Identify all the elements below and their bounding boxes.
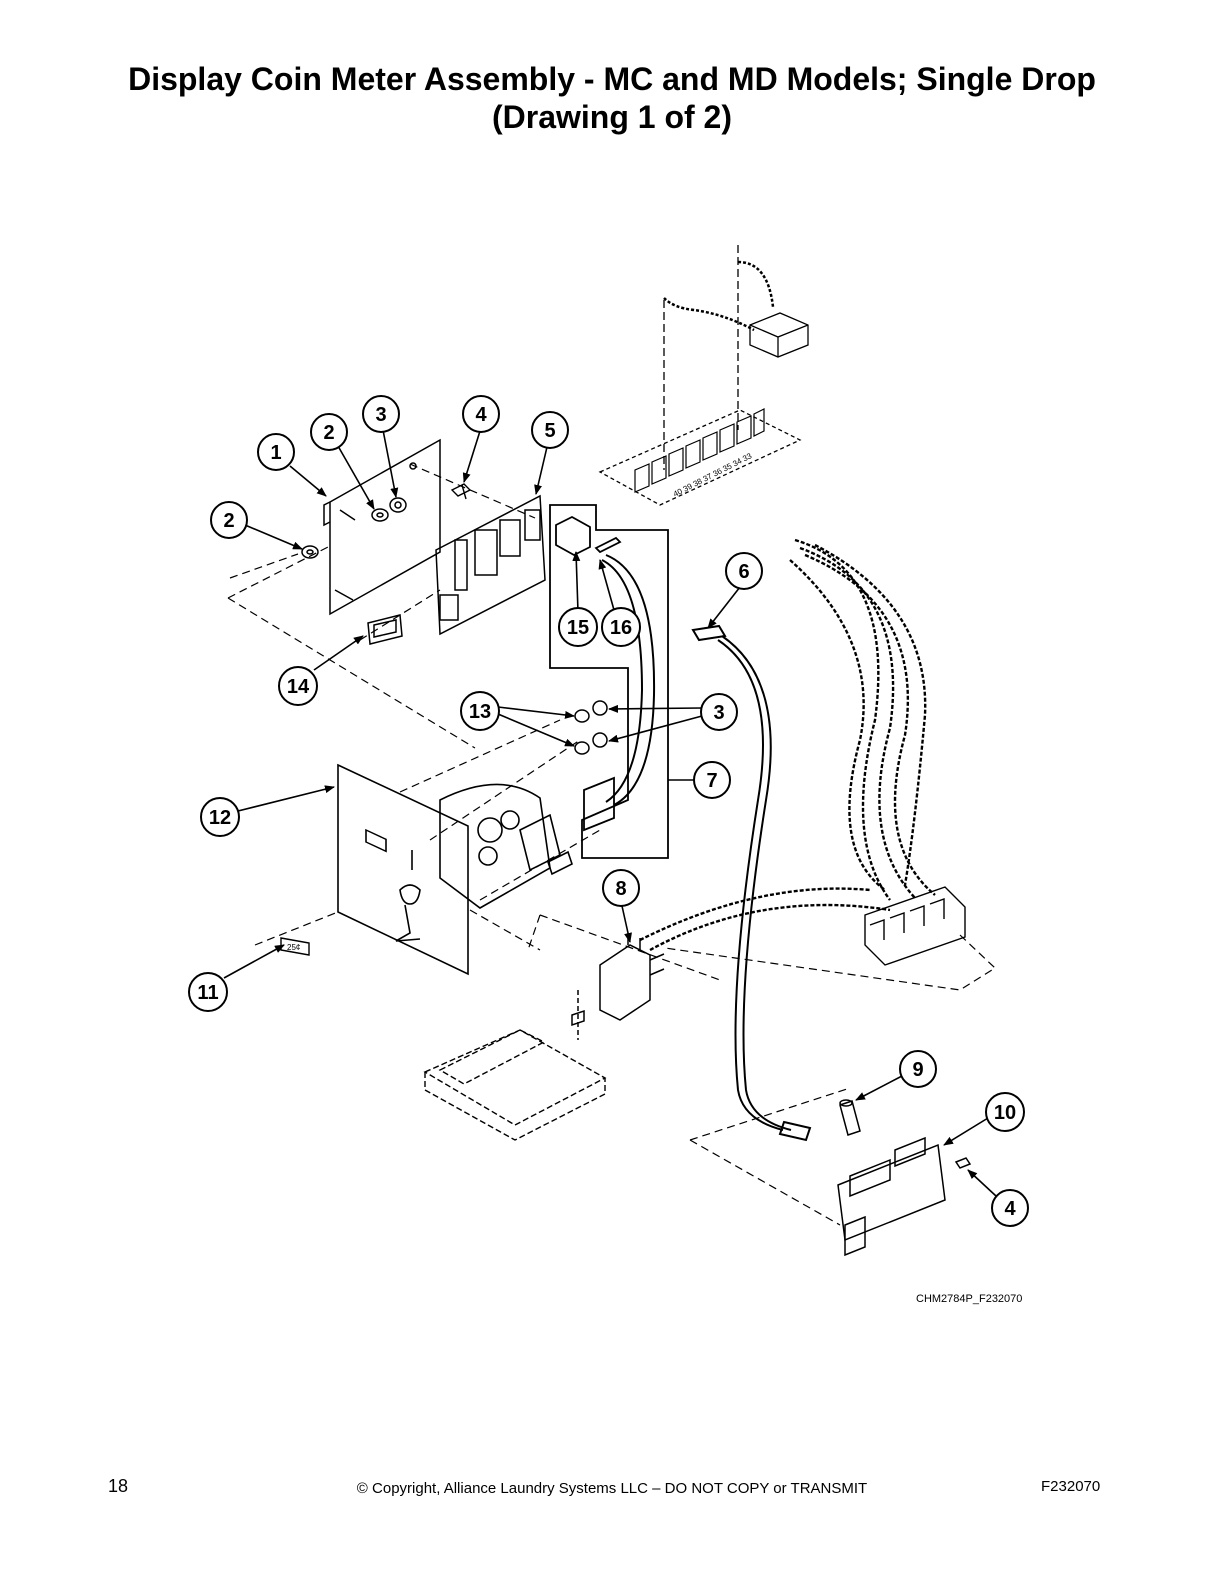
wire-bundle bbox=[639, 538, 936, 952]
callout-6-label: 6 bbox=[738, 561, 749, 583]
callout-16: 16 bbox=[601, 607, 641, 647]
callout-4a-label: 4 bbox=[475, 404, 487, 426]
callout-6: 6 bbox=[725, 552, 763, 590]
callout-9: 9 bbox=[899, 1050, 937, 1088]
callout-10-label: 10 bbox=[994, 1102, 1016, 1124]
callout-3a-label: 3 bbox=[375, 404, 386, 426]
callout-2a: 2 bbox=[310, 413, 348, 451]
callout-11-label: 11 bbox=[197, 982, 218, 1004]
callout-15-label: 15 bbox=[567, 617, 589, 639]
callout-13-label: 13 bbox=[469, 701, 491, 723]
fuse bbox=[839, 1099, 861, 1136]
coin-meter-panel bbox=[337, 763, 573, 976]
callout-8: 8 bbox=[602, 869, 640, 907]
callout-3a: 3 bbox=[362, 395, 400, 433]
callout-3b-label: 3 bbox=[713, 702, 724, 724]
leader-lines bbox=[223, 429, 997, 1197]
title-line-2: (Drawing 1 of 2) bbox=[491, 99, 732, 135]
callout-1-label: 1 bbox=[270, 442, 281, 464]
copyright-notice: © Copyright, Alliance Laundry Systems LL… bbox=[356, 1480, 868, 1497]
price-label-text: 25¢ bbox=[287, 943, 300, 952]
callout-2b-label: 2 bbox=[223, 510, 234, 532]
callout-7-label: 7 bbox=[706, 770, 717, 792]
callout-4a: 4 bbox=[462, 395, 500, 433]
callout-5-label: 5 bbox=[544, 420, 555, 442]
window-label bbox=[367, 614, 403, 645]
control-board bbox=[435, 494, 546, 636]
callout-2b: 2 bbox=[210, 501, 248, 539]
callout-9-label: 9 bbox=[912, 1059, 923, 1081]
callout-12-label: 12 bbox=[209, 807, 231, 829]
callout-4b-label: 4 bbox=[1004, 1198, 1016, 1220]
callout-16-label: 16 bbox=[610, 617, 632, 639]
wire-connector-block bbox=[864, 886, 966, 966]
callout-2a-label: 2 bbox=[323, 422, 334, 444]
callout-10: 10 bbox=[985, 1092, 1025, 1132]
page-number: 18 bbox=[108, 1476, 129, 1496]
page-title: Display Coin Meter Assembly - MC and MD … bbox=[0, 60, 1224, 136]
price-label: 25¢ bbox=[280, 937, 310, 956]
callout-1: 1 bbox=[257, 433, 295, 471]
terminal-strip: 40 39 38 37 36 35 34 33 bbox=[598, 245, 809, 506]
terminal-numbers: 40 39 38 37 36 35 34 33 bbox=[672, 451, 754, 499]
callout-11: 11 bbox=[188, 972, 228, 1012]
document-code: F232070 bbox=[1041, 1478, 1101, 1495]
callout-12: 12 bbox=[200, 797, 240, 837]
callout-4b: 4 bbox=[991, 1189, 1029, 1227]
callout-5: 5 bbox=[531, 411, 569, 449]
mounting-bracket bbox=[323, 438, 441, 616]
callout-13: 13 bbox=[460, 691, 500, 731]
fuse-board bbox=[837, 1136, 972, 1257]
callout-14: 14 bbox=[278, 666, 318, 706]
callout-15: 15 bbox=[558, 607, 598, 647]
title-line-1: Display Coin Meter Assembly - MC and MD … bbox=[128, 61, 1096, 97]
harness-box bbox=[549, 504, 669, 859]
callouts: 1 2 2 3 3 4 4 5 6 7 8 9 10 11 12 13 14 1… bbox=[188, 395, 1029, 1227]
callout-7: 7 bbox=[693, 761, 731, 799]
callout-8-label: 8 bbox=[615, 878, 626, 900]
drawing-code: CHM2784P_F232070 bbox=[916, 1293, 1023, 1305]
callout-3b: 3 bbox=[700, 693, 738, 731]
base-plate bbox=[423, 1029, 607, 1141]
guide-lines bbox=[227, 463, 996, 1226]
washers bbox=[301, 497, 608, 755]
callout-14-label: 14 bbox=[287, 676, 310, 698]
